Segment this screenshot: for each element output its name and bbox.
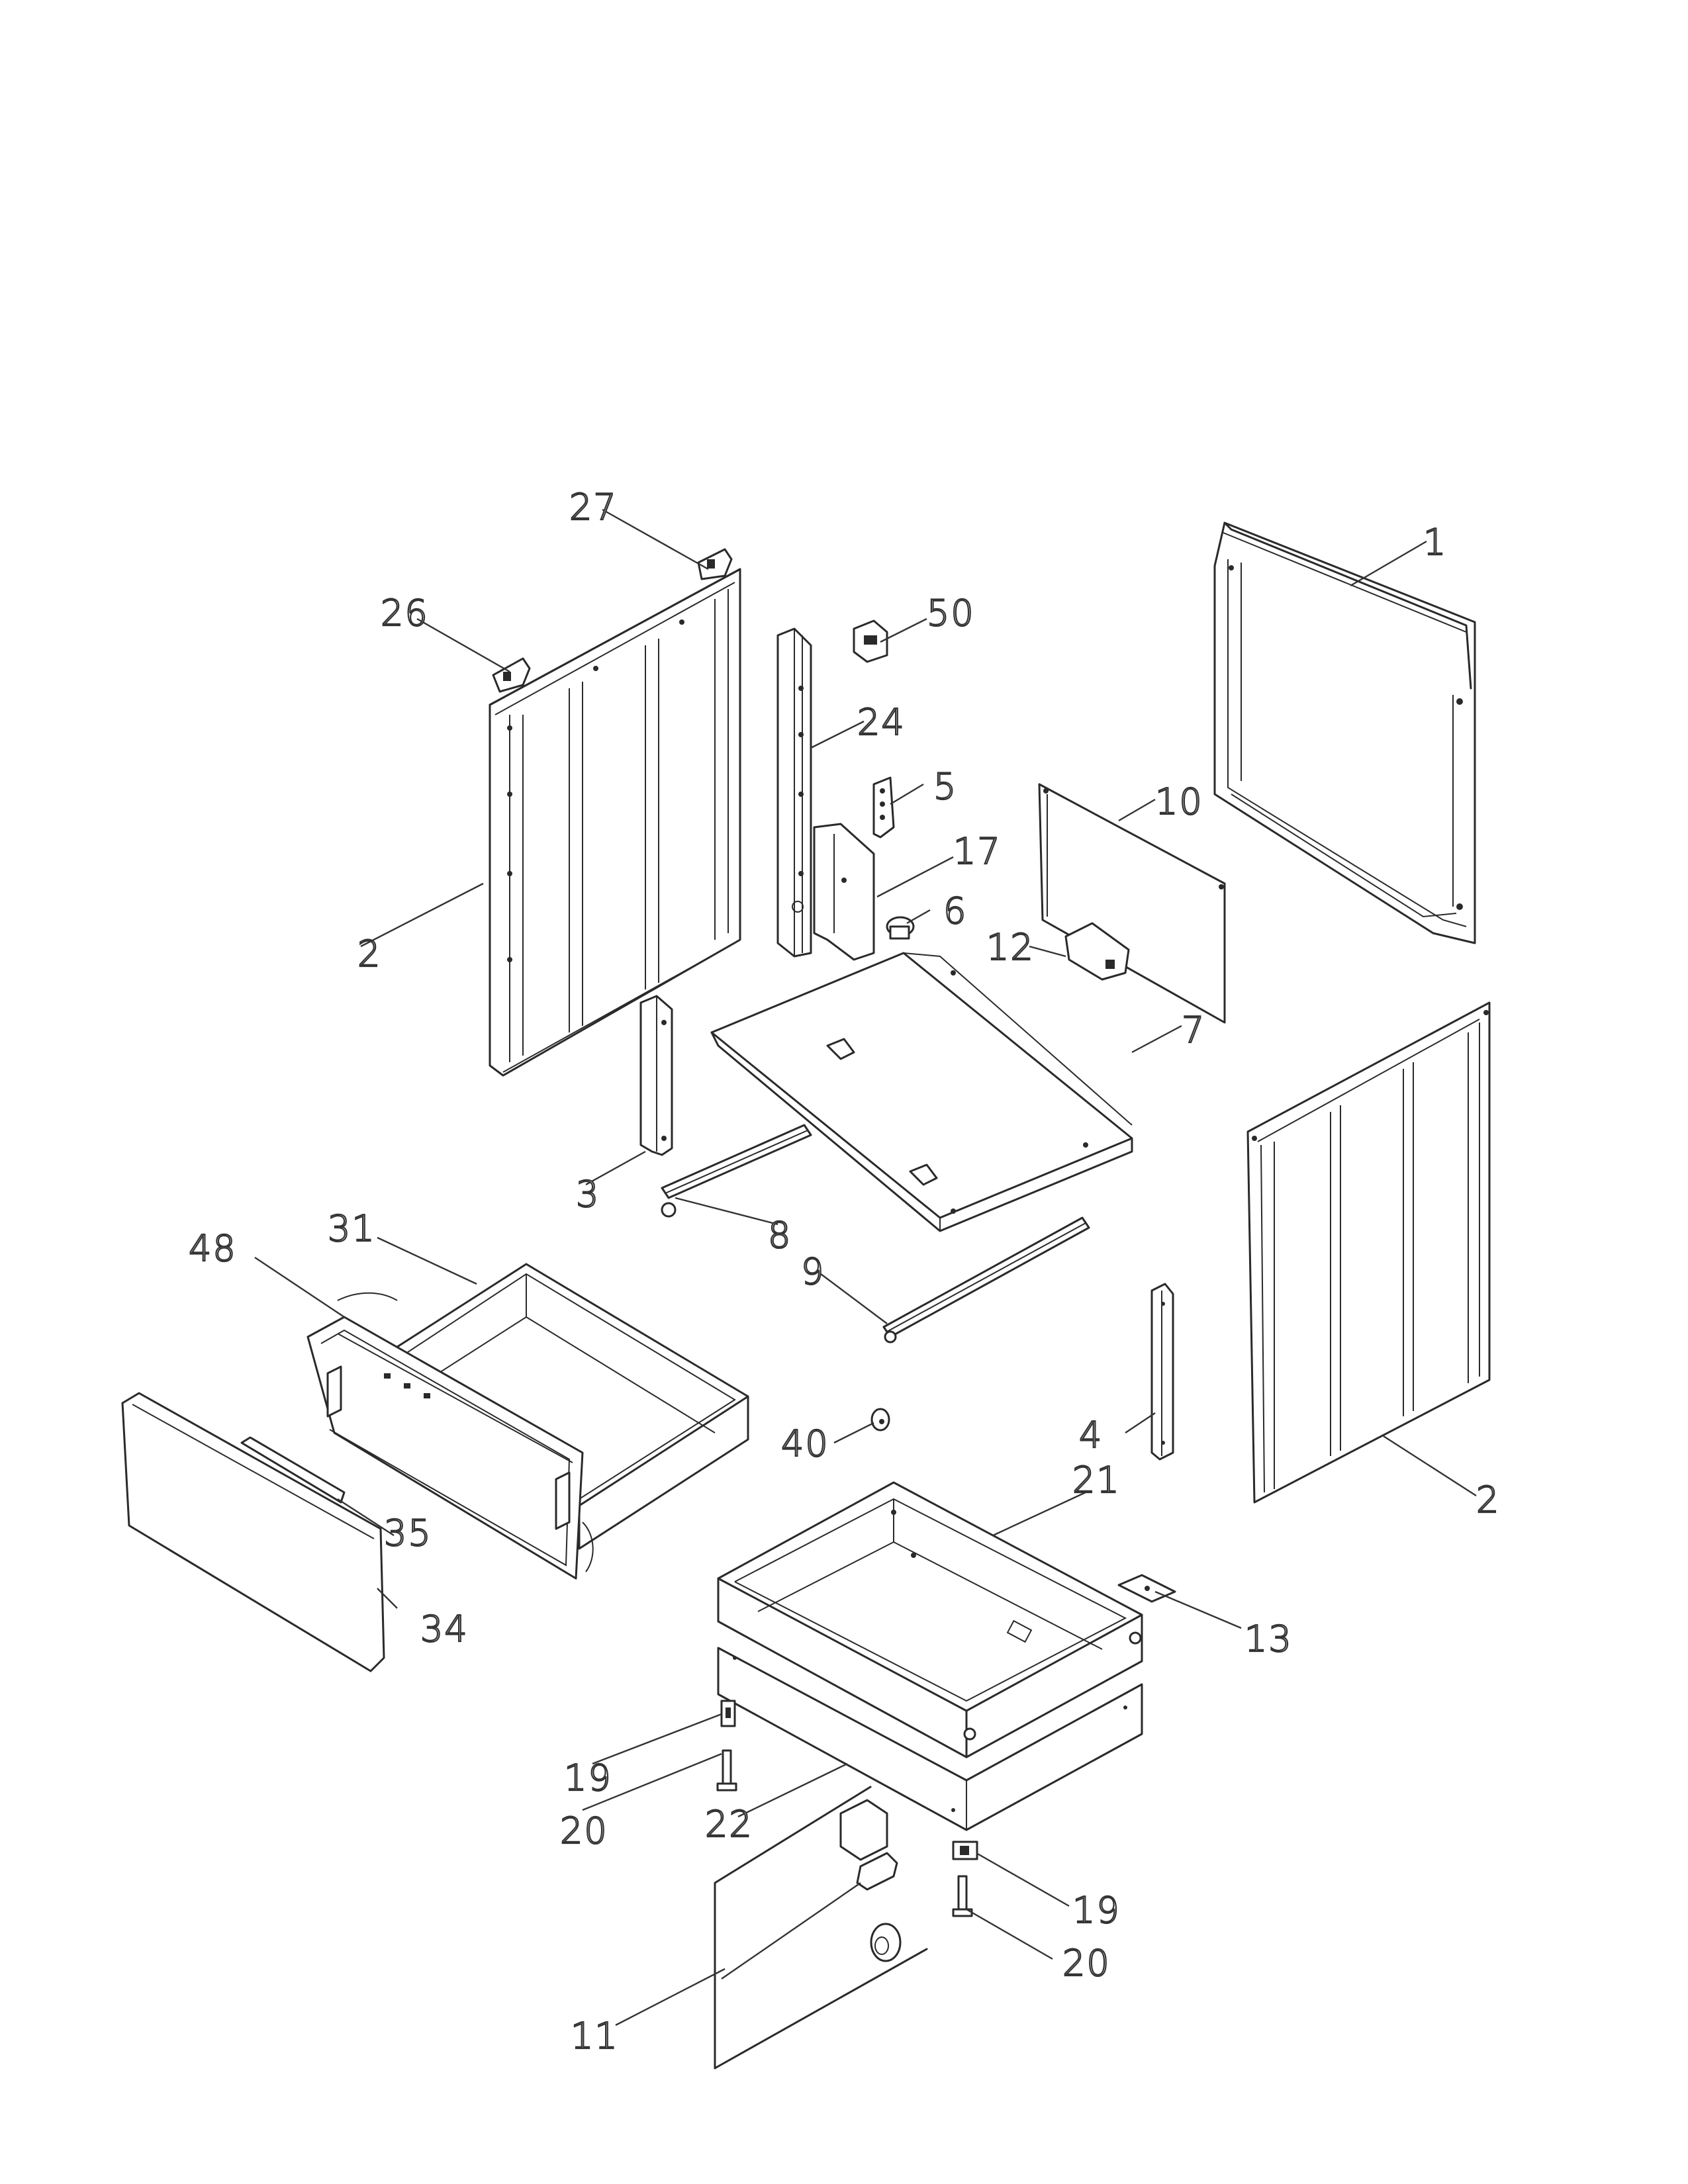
part-vertical-channel [776,627,812,958]
callout-5: 5 [933,766,957,807]
part-valve [886,916,915,940]
part-bracket-plate [813,823,875,961]
callout-24: 24 [857,702,906,743]
callout-3: 3 [576,1173,600,1215]
part-shield-plate [1038,783,1226,1024]
callout-1: 1 [1423,522,1447,563]
callout-35: 35 [384,1512,432,1554]
callout-13: 13 [1244,1618,1293,1660]
part-slide-rail-8 [661,1124,812,1218]
callout-17: 17 [953,831,1002,872]
part-ignitor-bracket [1064,922,1130,981]
callout-19: 19 [1072,1889,1121,1931]
callout-50: 50 [927,592,975,634]
callout-20: 20 [1062,1942,1111,1984]
part-drawer-handle [240,1436,346,1504]
callout-26: 26 [381,592,429,634]
callout-19: 19 [564,1757,612,1799]
part-leveling-leg-right [952,1875,973,1917]
part-support-bracket-4 [1150,1283,1174,1461]
part-leveler-holder-left [720,1700,736,1727]
callout-2: 2 [357,933,381,975]
callout-27: 27 [569,486,618,528]
callout-8: 8 [768,1214,792,1256]
callout-7: 7 [1182,1009,1205,1051]
part-left-side-panel [489,568,741,1077]
part-drawer-front [121,1392,385,1672]
callout-10: 10 [1155,781,1203,823]
part-leveler-holder-right [952,1841,978,1860]
part-slide-rail-9 [882,1216,1090,1343]
part-bottom-tray [710,952,1133,1232]
part-support-bracket-3 [639,995,673,1156]
callout-34: 34 [420,1608,469,1650]
callout-40: 40 [781,1423,829,1465]
callout-12: 12 [986,927,1035,968]
callout-22: 22 [705,1803,753,1845]
callout-20: 20 [560,1810,608,1852]
callout-2: 2 [1476,1479,1500,1521]
callout-48: 48 [189,1228,237,1269]
callout-4: 4 [1079,1414,1103,1456]
callout-11: 11 [571,2015,619,2057]
part-rear-panel [1213,522,1476,944]
part-switch [853,619,888,663]
part-kick-plate [717,1647,1143,1831]
leader-lines [254,508,1477,2026]
callout-6: 6 [943,890,967,932]
callout-31: 31 [328,1208,376,1250]
part-bushing [870,1408,890,1432]
part-burner-assembly [714,1786,928,2070]
part-hinge-bracket-27 [697,548,733,580]
part-terminal-block [872,776,895,839]
part-right-side-panel [1246,1001,1491,1504]
part-drawer-frame [306,1292,594,1580]
part-leveling-bracket [1117,1574,1176,1603]
part-base-frame [717,1481,1143,1758]
callout-labels: 1 2 2 3 4 5 6 7 8 9 10 11 12 13 17 19 19… [188,486,1500,2058]
callout-21: 21 [1072,1459,1121,1501]
callout-9: 9 [801,1251,825,1293]
part-leveling-leg-left [716,1749,737,1792]
part-hinge-bracket-26 [492,657,531,693]
